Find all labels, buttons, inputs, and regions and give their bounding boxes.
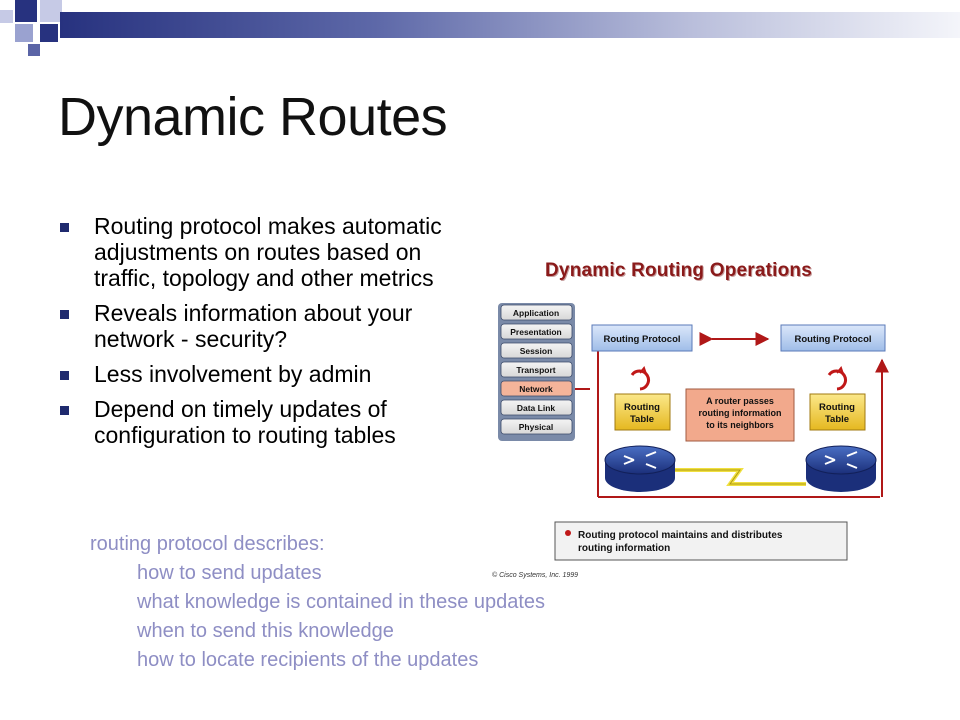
routing-protocol-note: routing protocol describes: how to send … bbox=[90, 530, 545, 675]
center-info-box bbox=[685, 388, 795, 442]
copyright-text: © Cisco Systems, Inc. 1999 bbox=[492, 571, 578, 579]
routing-protocol-right-box bbox=[780, 324, 886, 352]
layer-presentation bbox=[500, 323, 573, 340]
bullet-item: Less involvement by admin bbox=[60, 361, 460, 387]
corner-square-light-3 bbox=[0, 10, 13, 23]
note-item: what knowledge is contained in these upd… bbox=[137, 591, 546, 613]
osi-layer-stack: Application Presentation Session Transpo… bbox=[498, 303, 575, 441]
center-info-line: A router passes bbox=[706, 396, 774, 406]
bullet-text: Less involvement by admin bbox=[94, 361, 372, 387]
diagram-title: Dynamic Routing Operations bbox=[545, 260, 813, 281]
routing-protocol-left-label: Routing Protocol bbox=[603, 334, 680, 345]
title-gradient-bar bbox=[60, 12, 960, 38]
layer-data-link bbox=[500, 399, 573, 416]
note-heading: routing protocol describes: bbox=[90, 533, 325, 555]
caption-box bbox=[554, 521, 848, 561]
layer-application bbox=[500, 304, 573, 321]
corner-square-navy-2 bbox=[40, 24, 58, 42]
bullet-item: Reveals information about your network -… bbox=[60, 300, 460, 352]
routing-table-right-line1: Routing bbox=[819, 402, 855, 413]
bullet-text: Depend on timely updates of configuratio… bbox=[94, 396, 396, 448]
layer-label: Transport bbox=[516, 365, 555, 375]
corner-square-light-1 bbox=[40, 0, 62, 22]
bullet-item: Depend on timely updates of configuratio… bbox=[60, 396, 460, 448]
bullet-text: Routing protocol makes automatic adjustm… bbox=[94, 213, 442, 291]
routing-table-left-box bbox=[614, 393, 671, 431]
routing-table-left-line2: Table bbox=[630, 414, 654, 425]
square-bullet-icon bbox=[60, 406, 69, 415]
bullet-item: Routing protocol makes automatic adjustm… bbox=[60, 213, 460, 291]
bullet-list: Routing protocol makes automatic adjustm… bbox=[60, 213, 460, 457]
bullet-text: Reveals information about your network -… bbox=[94, 300, 413, 352]
corner-square-navy-3 bbox=[28, 44, 40, 56]
center-info-line: routing information bbox=[699, 408, 782, 418]
router-left-icon bbox=[604, 445, 676, 492]
dynamic-routing-diagram: Application Presentation Session Transpo… bbox=[492, 303, 889, 579]
layer-label: Application bbox=[513, 308, 559, 318]
serial-link bbox=[675, 468, 806, 486]
center-info-line: to its neighbors bbox=[706, 420, 774, 430]
routing-table-left-line1: Routing bbox=[624, 402, 660, 413]
caption-line: Routing protocol maintains and distribut… bbox=[578, 530, 783, 541]
corner-square-navy-1 bbox=[15, 0, 37, 22]
note-item: how to send updates bbox=[137, 562, 322, 584]
caption-line: routing information bbox=[578, 543, 670, 554]
layer-session bbox=[500, 342, 573, 359]
routing-protocol-right-label: Routing Protocol bbox=[794, 334, 871, 345]
square-bullet-icon bbox=[60, 371, 69, 380]
router-right-icon bbox=[805, 445, 877, 492]
layer-transport bbox=[500, 361, 573, 378]
square-bullet-icon bbox=[60, 310, 69, 319]
layer-label: Presentation bbox=[510, 327, 562, 337]
note-item: when to send this knowledge bbox=[137, 620, 394, 642]
routing-table-right-line2: Table bbox=[825, 414, 849, 425]
layer-label: Data Link bbox=[517, 403, 556, 413]
routing-protocol-left-box bbox=[591, 324, 693, 352]
note-item: how to locate recipients of the updates bbox=[137, 649, 479, 671]
update-cycle-icon-left bbox=[630, 365, 650, 391]
layer-label: Network bbox=[519, 384, 553, 394]
caption-bullet-icon bbox=[565, 530, 571, 536]
layer-physical bbox=[500, 418, 573, 435]
layer-network bbox=[500, 380, 573, 397]
routing-table-right-box bbox=[809, 393, 866, 431]
layer-label: Session bbox=[520, 346, 553, 356]
corner-square-light-2 bbox=[15, 24, 33, 42]
layer-label: Physical bbox=[519, 422, 554, 432]
slide-title: Dynamic Routes bbox=[58, 87, 448, 147]
square-bullet-icon bbox=[60, 223, 69, 232]
update-cycle-icon-right bbox=[827, 365, 847, 391]
